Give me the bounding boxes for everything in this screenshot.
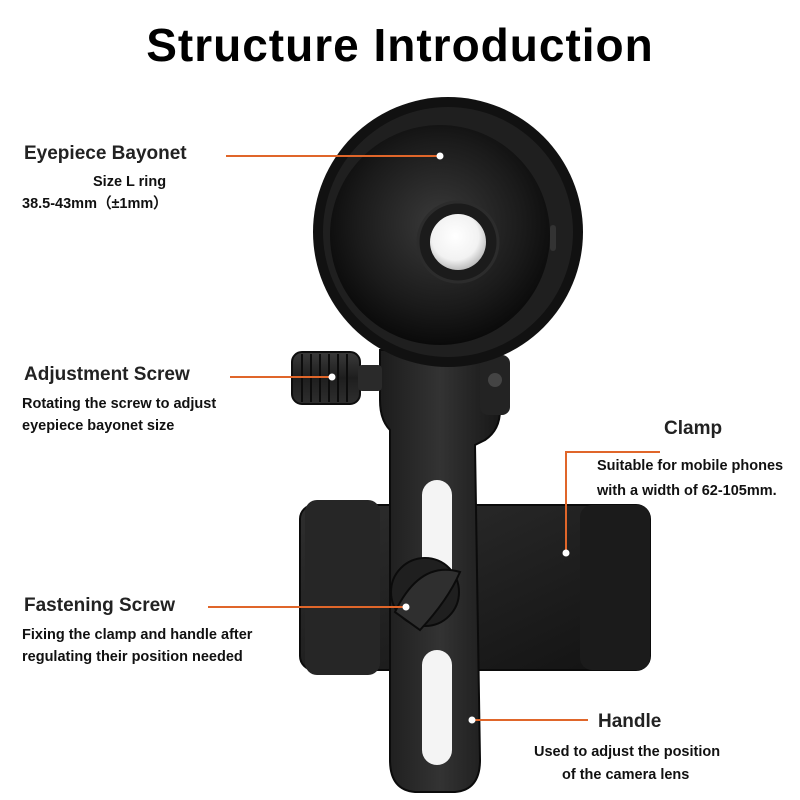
clamp-callout-dot xyxy=(562,549,570,557)
eyepiece-bayonet-desc-line2: 38.5-43mm（±1mm） xyxy=(22,196,168,212)
adjustment-screw-desc-line2: eyepiece bayonet size xyxy=(22,418,175,434)
callout-dots xyxy=(328,152,570,724)
fastening-screw-desc-line2: regulating their position needed xyxy=(22,649,243,665)
clamp-callout-line xyxy=(565,451,660,553)
eyepiece-bayonet-desc-line1: Size L ring xyxy=(93,174,167,190)
handle-callout-dot xyxy=(468,716,476,724)
clamp-heading: Clamp xyxy=(664,418,723,439)
eyepiece-ring xyxy=(313,97,583,367)
page-title: Structure Introduction xyxy=(146,19,654,71)
fastening-screw-desc-line1: Fixing the clamp and handle after xyxy=(22,627,253,643)
handle-desc-line2: of the camera lens xyxy=(562,767,690,783)
clamp-desc-line1: Suitable for mobile phones xyxy=(597,458,784,474)
handle-heading: Handle xyxy=(598,711,662,732)
callout-lines xyxy=(208,155,660,721)
handle-desc-line1: Used to adjust the position xyxy=(534,744,721,760)
fastening-screw-heading: Fastening Screw xyxy=(24,595,175,616)
adjustment-callout-dot xyxy=(328,373,336,381)
eyepiece-bayonet-heading: Eyepiece Bayonet xyxy=(24,143,187,164)
fastening-callout-dot xyxy=(402,603,410,611)
clamp-desc-line2: with a width of 62-105mm. xyxy=(597,483,777,499)
adjustment-screw-heading: Adjustment Screw xyxy=(24,364,190,385)
eyepiece-callout-dot xyxy=(436,152,444,160)
adjustment-screw-desc-line1: Rotating the screw to adjust xyxy=(22,396,217,412)
